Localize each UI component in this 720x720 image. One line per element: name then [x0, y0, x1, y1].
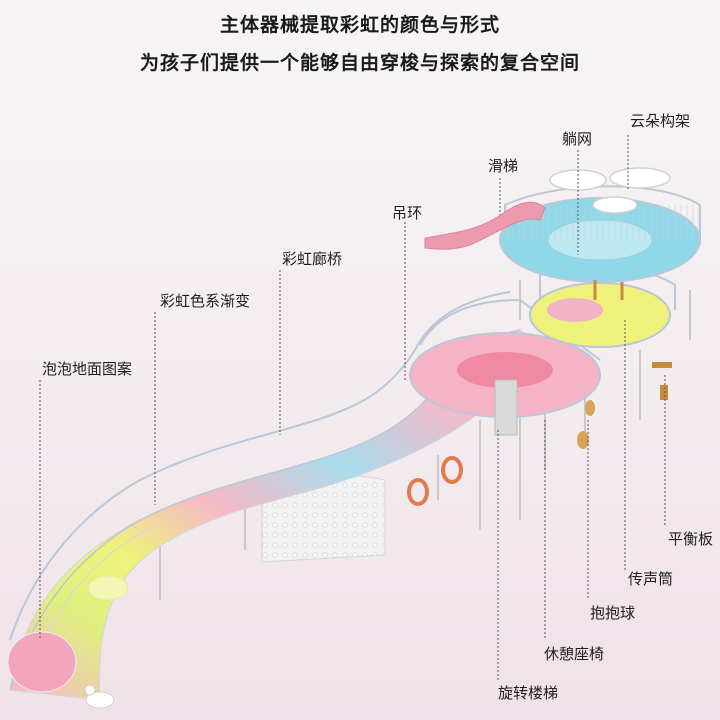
label-spiral-stairs: 旋转楼梯: [498, 684, 559, 702]
label-balance-board: 平衡板: [668, 530, 714, 548]
label-slide: 滑梯: [488, 157, 519, 175]
decorative-toy: [84, 684, 115, 709]
balance-board: [652, 362, 672, 368]
label-hammock: 躺网: [562, 130, 593, 148]
label-rainbow-gradient: 彩虹色系渐变: [160, 292, 251, 310]
label-rainbow-bridge: 彩虹廊桥: [282, 250, 343, 268]
cloud-frame: [549, 167, 671, 214]
label-rest-seat: 休憩座椅: [544, 645, 605, 663]
spiral-stairs: [494, 379, 518, 436]
slide: [424, 201, 546, 250]
label-cloud-frame: 云朵构架: [630, 112, 691, 130]
label-bubble-floor: 泡泡地面图案: [42, 360, 133, 378]
hug-balls: [577, 400, 595, 449]
label-rings: 吊环: [392, 204, 423, 222]
voice-tubes: [593, 280, 624, 300]
bridge-railing: [9, 291, 511, 641]
title-line-2: 为孩子们提供一个能够自由穿梭与探索的复合空间: [139, 52, 580, 74]
hanging-rings: [407, 456, 463, 506]
title-line-1: 主体器械提取彩虹的颜色与形式: [219, 14, 500, 36]
label-hug-ball: 抱抱球: [590, 604, 636, 622]
label-voice-tube: 传声筒: [628, 570, 674, 588]
bubble-floor-circle: [7, 631, 77, 693]
